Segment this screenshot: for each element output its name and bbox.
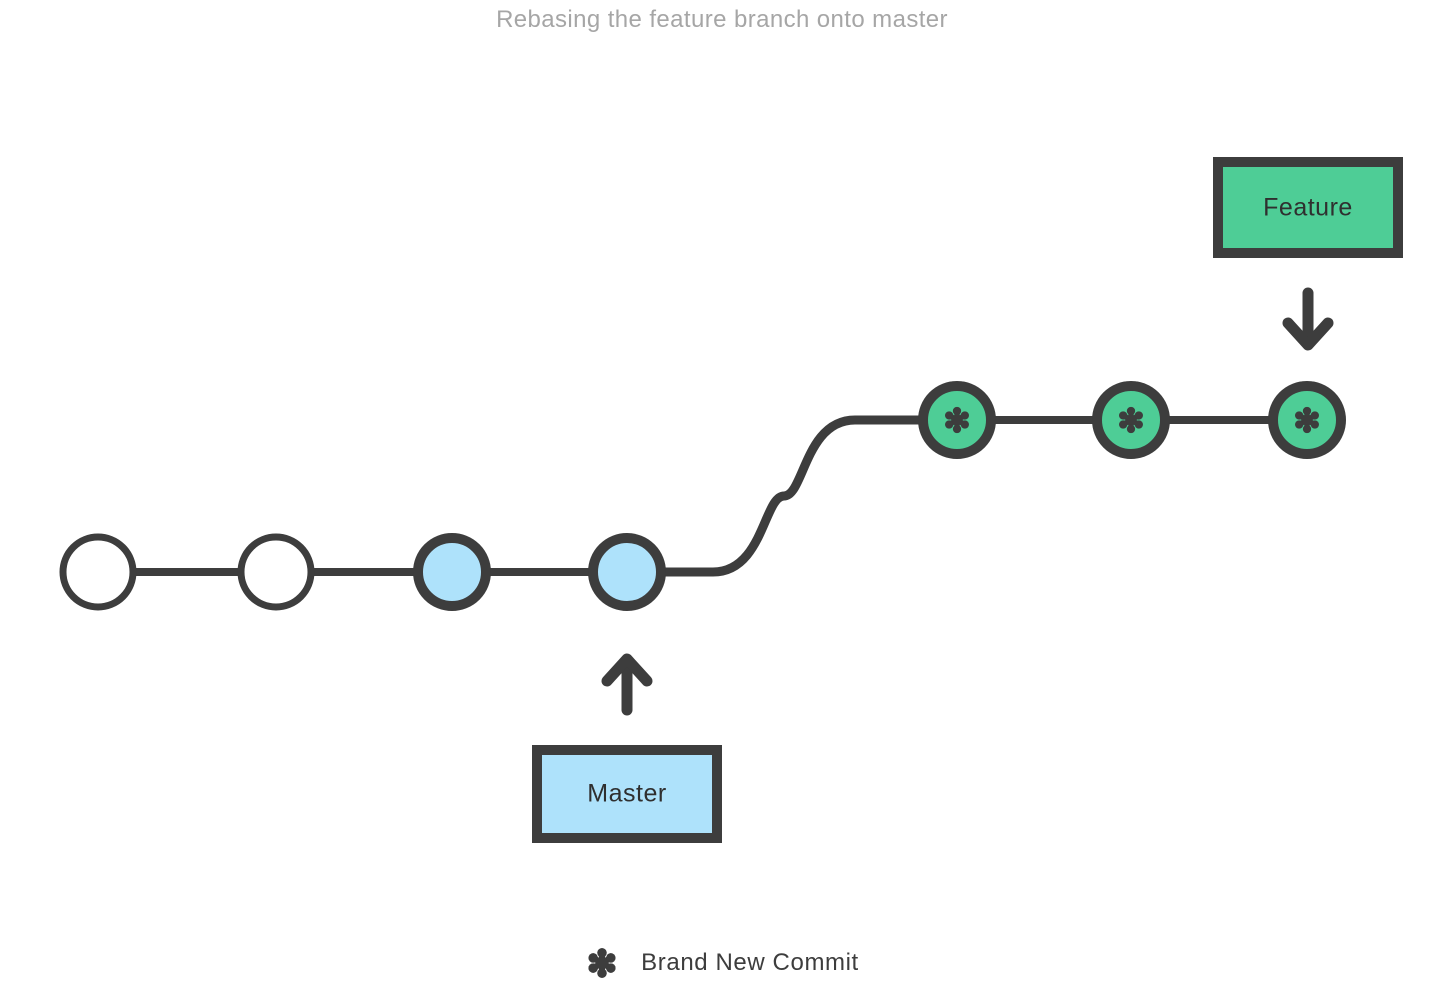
commit-node-c1[interactable] bbox=[59, 533, 137, 611]
commit-node-c3[interactable] bbox=[413, 533, 491, 611]
master-label-group[interactable]: Master bbox=[532, 745, 722, 843]
arrow-up-icon bbox=[601, 653, 653, 716]
edge-rebase-curve bbox=[622, 415, 962, 577]
feature-label-text: Feature bbox=[1263, 194, 1353, 222]
page-title: Rebasing the feature branch onto master bbox=[496, 6, 948, 33]
asterisk-commit-icon bbox=[588, 948, 616, 978]
master-label-box[interactable] bbox=[532, 745, 722, 843]
feature-label-group[interactable]: Feature bbox=[1213, 157, 1403, 258]
master-label-text: Master bbox=[587, 780, 666, 808]
arrow-down-icon bbox=[1282, 287, 1334, 351]
commit-node-c4[interactable] bbox=[588, 533, 666, 611]
feature-branch-nodes bbox=[918, 381, 1346, 459]
legend-label: Brand New Commit bbox=[641, 949, 859, 976]
master-branch-nodes bbox=[59, 533, 666, 611]
legend: Brand New Commit bbox=[0, 946, 1444, 980]
feature-label-box[interactable] bbox=[1213, 157, 1403, 258]
commit-node-c2[interactable] bbox=[237, 533, 315, 611]
